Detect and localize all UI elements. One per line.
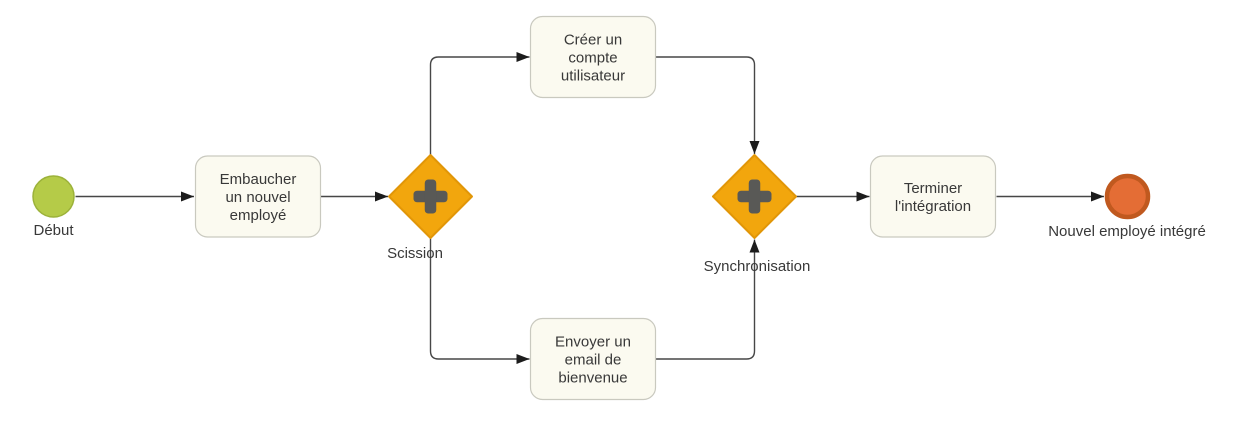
end-event[interactable]: Nouvel employé intégré — [1048, 173, 1206, 240]
task-envoyer[interactable]: Envoyer un email de bienvenue — [529, 317, 657, 401]
flow-creer-to-join — [656, 56, 760, 154]
task-terminer-shape[interactable] — [869, 155, 997, 238]
end-event-label: Nouvel employé intégré — [1048, 223, 1206, 240]
task-terminer[interactable]: Terminer l'intégration — [869, 155, 997, 238]
gateway-join[interactable]: Synchronisation — [704, 154, 811, 275]
task-terminer-line2: l'intégration — [895, 198, 971, 215]
task-envoyer-line3: bienvenue — [558, 370, 627, 387]
start-event[interactable]: Début — [32, 175, 75, 239]
parallel-gateway-plus-icon — [737, 179, 772, 214]
task-creer-line3: utilisateur — [561, 68, 625, 85]
task-creer-line2: compte — [568, 50, 617, 67]
gateway-split-label: Scission — [387, 245, 443, 262]
start-event-label: Début — [33, 222, 74, 239]
task-embaucher[interactable]: Embaucher un nouvel employé — [194, 155, 322, 238]
task-embaucher-shape[interactable] — [194, 155, 322, 238]
start-event-circle[interactable] — [32, 175, 75, 218]
flow-split-to-creer — [429, 52, 530, 155]
sequence-flows — [75, 52, 1104, 364]
task-creer[interactable]: Créer un compte utilisateur — [529, 15, 657, 99]
flow-split-to-envoyer — [429, 238, 530, 364]
task-envoyer-line1: Envoyer un — [555, 334, 631, 351]
flow-envoyer-to-join — [656, 239, 760, 360]
task-embaucher-line3: employé — [230, 207, 287, 224]
task-creer-line1: Créer un — [564, 32, 622, 49]
task-embaucher-line2: un nouvel — [225, 189, 290, 206]
task-envoyer-shape[interactable] — [529, 317, 657, 401]
gateway-split[interactable]: Scission — [387, 154, 473, 262]
task-envoyer-line2: email de — [565, 352, 622, 369]
task-creer-shape[interactable] — [529, 15, 657, 99]
task-embaucher-line1: Embaucher — [220, 171, 297, 188]
gateway-join-label: Synchronisation — [704, 258, 811, 275]
end-event-circle[interactable] — [1104, 173, 1151, 220]
task-terminer-line1: Terminer — [904, 180, 962, 197]
parallel-gateway-plus-icon — [413, 179, 448, 214]
